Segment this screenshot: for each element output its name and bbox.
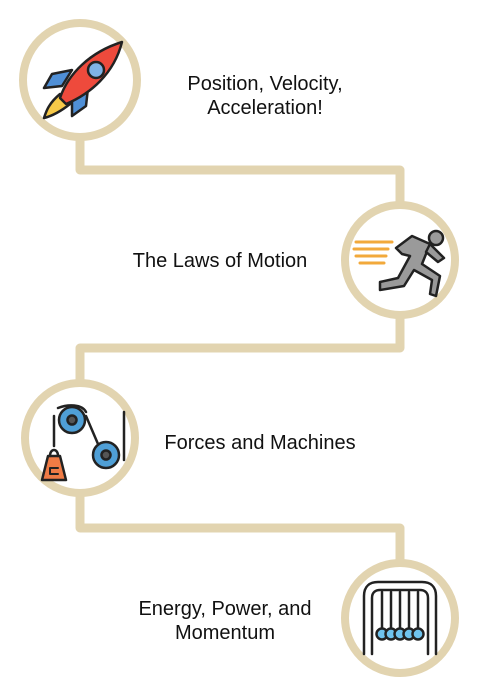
step-circle-energy [341,559,459,677]
step-label-position: Position, Velocity, Acceleration! [187,73,343,119]
newtons-cradle-icon [362,580,438,656]
runner-icon [378,229,446,298]
step-circle-position [19,19,141,141]
pulley-icon [40,404,126,482]
step-label-energy: Energy, Power, and Momentum [138,598,312,644]
step-circle-laws [341,201,459,319]
connector-path [75,80,405,610]
step-label-forces: Forces and Machines [164,432,356,454]
step-label-laws: The Laws of Motion [132,250,308,272]
cradle-ball [411,627,425,641]
speed-lines-icon [352,240,394,265]
step-circle-forces [21,379,139,497]
rocket-icon [42,40,124,120]
